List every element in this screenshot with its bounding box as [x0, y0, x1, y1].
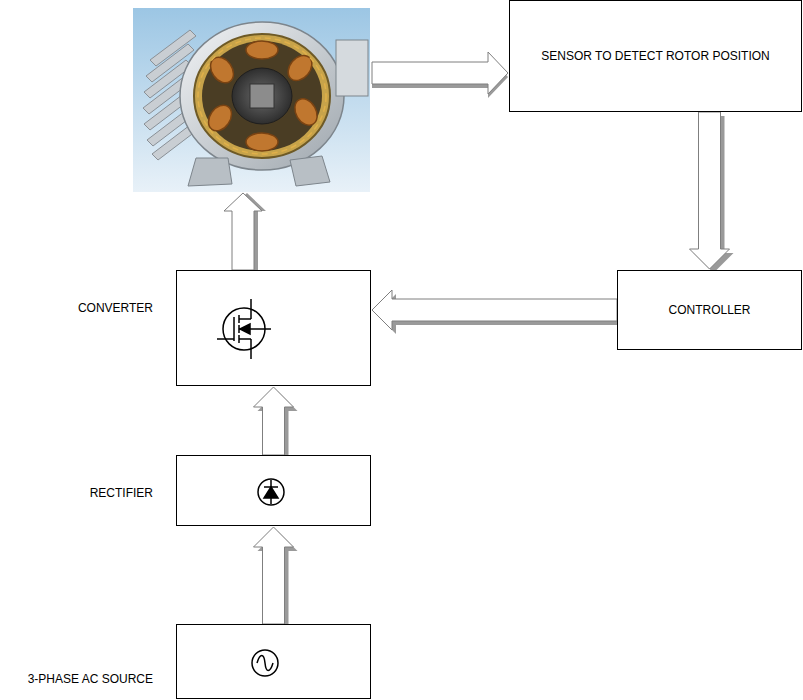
block-text: CONTROLLER — [660, 303, 758, 318]
block-label: CONVERTER — [78, 301, 153, 316]
arrow-body — [254, 387, 294, 455]
rectifier-box: RECTIFIER — [176, 455, 371, 526]
arrow-body — [690, 112, 730, 269]
block-label: 3-PHASE AC SOURCE — [28, 672, 153, 687]
ac-symbol — [177, 625, 370, 698]
block-arrow — [372, 52, 508, 98]
block-arrow — [254, 527, 298, 628]
diode-symbol — [177, 456, 370, 525]
sensor-box: SENSOR TO DETECT ROTOR POSITION — [509, 0, 802, 112]
block-label: RECTIFIER — [90, 486, 153, 501]
converter-box: CONVERTER — [176, 270, 371, 386]
block-arrow — [224, 193, 266, 270]
block-arrow — [372, 290, 621, 334]
block-text: SENSOR TO DETECT ROTOR POSITION — [533, 49, 777, 64]
block-arrow — [254, 387, 298, 459]
source-box: 3-PHASE AC SOURCE — [176, 624, 371, 699]
mosfet-symbol — [177, 271, 370, 385]
block-arrow — [690, 112, 734, 273]
controller-box: CONTROLLER — [617, 270, 802, 350]
arrow-body — [372, 290, 617, 330]
arrow-body — [254, 527, 294, 624]
